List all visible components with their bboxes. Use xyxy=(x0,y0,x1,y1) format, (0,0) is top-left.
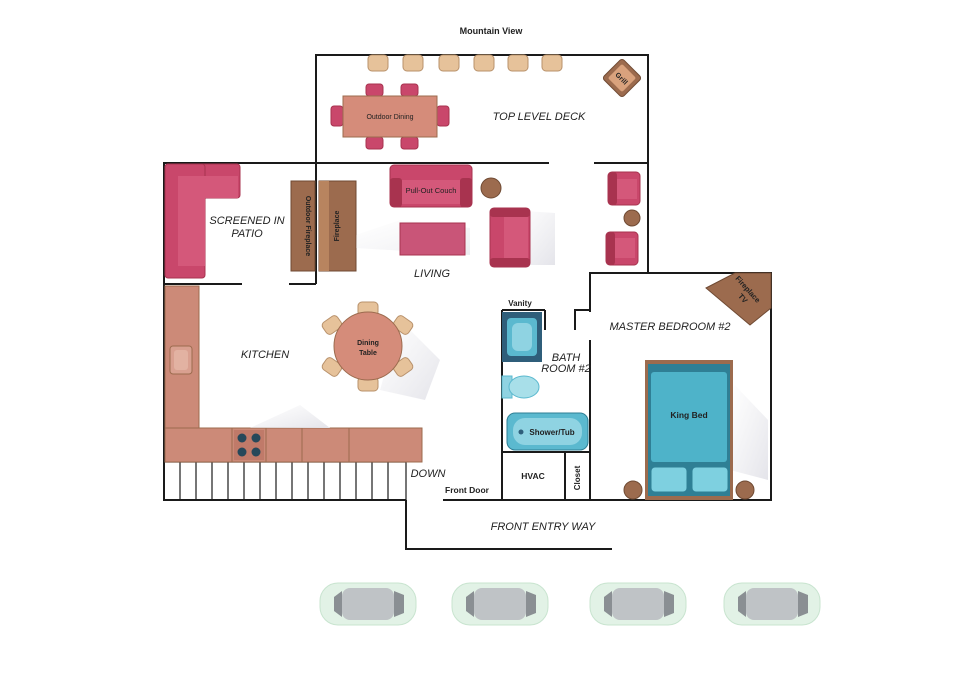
patio-label-2: PATIO xyxy=(231,228,263,240)
car-icon xyxy=(723,582,821,626)
armchair xyxy=(607,171,641,206)
vanity-label: Vanity xyxy=(508,299,532,308)
master-bedroom-label: MASTER BEDROOM #2 xyxy=(609,321,730,333)
car-icon xyxy=(589,582,687,626)
grill: Grill xyxy=(602,58,642,98)
side-table xyxy=(480,177,502,199)
armchair xyxy=(489,207,531,268)
toilet-icon xyxy=(501,375,540,399)
shower-tub: Shower/Tub xyxy=(506,412,589,451)
nightstand xyxy=(735,480,755,500)
kitchen-label: KITCHEN xyxy=(241,349,289,361)
sink-icon xyxy=(169,345,193,375)
front-entry-label: FRONT ENTRY WAY xyxy=(491,521,596,533)
light-shadow xyxy=(730,380,768,480)
shower-tub-label: Shower/Tub xyxy=(529,428,574,437)
deck-stools xyxy=(367,54,563,72)
nightstand xyxy=(623,480,643,500)
fireplace-label: Fireplace xyxy=(334,211,341,242)
front-door-label: Front Door xyxy=(445,485,490,495)
vanity xyxy=(502,312,542,362)
dining-table-label-2: Table xyxy=(359,350,377,357)
living-label: LIVING xyxy=(414,268,451,280)
car-icon xyxy=(451,582,549,626)
dining-table: Dining Table xyxy=(321,301,414,392)
armchair xyxy=(605,231,639,266)
down-label: DOWN xyxy=(411,468,446,480)
dining-table-label-1: Dining xyxy=(357,340,379,347)
outdoor-fireplace: Outdoor Fireplace xyxy=(290,180,316,272)
outdoor-dining-label: Outdoor Dining xyxy=(366,114,413,121)
car-icon xyxy=(319,582,417,626)
fireplace: Fireplace xyxy=(318,180,357,272)
bath-label-2: ROOM #2 xyxy=(541,363,591,375)
bath-label-1: BATH xyxy=(552,352,581,364)
fireplace-tv: Fireplace TV xyxy=(705,272,772,326)
staircase xyxy=(164,461,407,500)
bed-icon: King Bed xyxy=(645,360,733,500)
king-bed-label: King Bed xyxy=(670,410,707,420)
outdoor-dining-set: Outdoor Dining xyxy=(330,83,450,150)
outdoor-fireplace-label: Outdoor Fireplace xyxy=(304,196,311,256)
pull-out-couch: Pull-Out Couch xyxy=(389,164,473,208)
pull-out-couch-label: Pull-Out Couch xyxy=(406,186,457,195)
light-shadow xyxy=(250,405,330,428)
hvac-label: HVAC xyxy=(521,471,544,481)
patio-sectional-sofa xyxy=(164,163,241,279)
patio-label-1: SCREENED IN xyxy=(209,215,284,227)
side-table xyxy=(623,209,641,227)
top-deck-label: TOP LEVEL DECK xyxy=(493,111,586,123)
closet-label: Closet xyxy=(573,465,582,490)
stove-icon xyxy=(234,430,264,460)
mountain-view-label: Mountain View xyxy=(460,26,524,36)
coffee-table xyxy=(399,222,466,256)
